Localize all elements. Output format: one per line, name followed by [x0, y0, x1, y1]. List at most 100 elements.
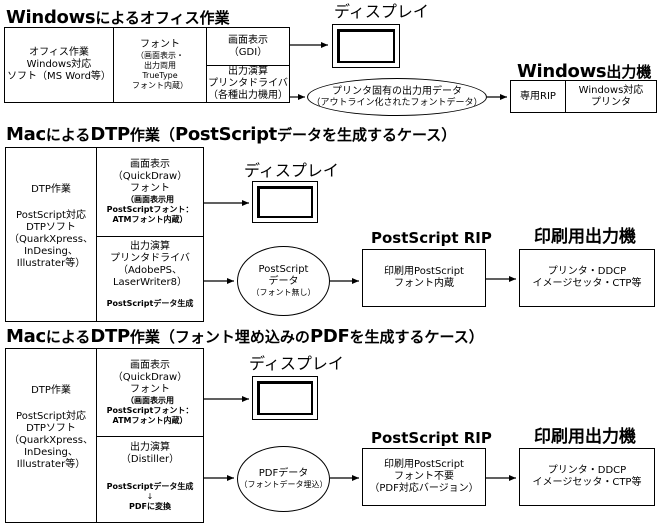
ellipse-line: （アウトライン化されたフォントデータ）: [311, 98, 483, 108]
screen-line: フォント: [130, 383, 170, 395]
print-device-box: プリンタ・DDCP イメージセッタ・CTP等: [519, 448, 655, 506]
output-line: プリンタドライバ: [110, 253, 190, 264]
section3-title-part: による: [45, 328, 91, 346]
distiller-box: 出力演算 （Distiller） PostScriptデータ生成 ↓ PDFに変…: [96, 436, 204, 523]
screen-sub-line: （画面表示用: [126, 395, 174, 405]
dedicated-rip-box: 専用RIP: [510, 80, 566, 113]
screen-line: 画面表示: [130, 359, 170, 371]
display-label: ディスプレイ: [244, 161, 339, 180]
office-app-line: ソフト（MS Word等）: [7, 71, 111, 82]
screen-sub-line: PostScriptフォント：: [106, 405, 194, 415]
display-label: ディスプレイ: [249, 354, 344, 373]
output-note: PostScriptデータ生成: [106, 299, 194, 308]
screen-line: （GDI）: [228, 46, 268, 58]
section3-title-part: 作業（フォント埋め込みの: [129, 328, 310, 346]
dtp-app-top: DTP作業: [31, 184, 71, 195]
gdi-screen-box: 画面表示 （GDI）: [206, 27, 290, 66]
section1-title-en: Windows: [6, 7, 96, 28]
print-device-header: 印刷用出力機: [534, 427, 636, 447]
ps-rip-header: PostScript RIP: [371, 229, 492, 247]
dtp-app-line: DTPソフト: [26, 222, 76, 233]
section1-title-jp: によるオフィス作業: [95, 9, 230, 27]
ellipse-line: PostScript: [258, 264, 309, 275]
rip-line: フォント内蔵: [394, 278, 454, 289]
office-app-line: Windows対応: [26, 59, 92, 70]
output-line: LaserWriter8）: [112, 277, 188, 288]
display-monitor-icon: [332, 24, 400, 68]
office-app-box: オフィス作業 Windows対応 ソフト（MS Word等）: [4, 27, 114, 103]
section3-title-part: PDF: [309, 326, 350, 347]
ps-rip-box: 印刷用PostScript フォント不要 （PDF対応バージョン）: [362, 448, 486, 506]
ellipse-sub: （フォント無し）: [251, 288, 316, 297]
office-app-line: オフィス作業: [29, 47, 89, 58]
rip-line: フォント不要: [394, 471, 454, 482]
dtp-app-top: DTP作業: [31, 385, 71, 396]
screen-sub-line: ATMフォント内蔵）: [112, 415, 188, 425]
dtp-app-line: （QuarkXpress、: [9, 234, 93, 245]
dtp-app-line: PostScript対応: [16, 210, 86, 221]
font-sub-line: （画面表示・: [136, 51, 184, 60]
output-note: PostScriptデータ生成: [106, 482, 194, 491]
dtp-app-line: InDesing、: [24, 246, 78, 257]
output-line: 出力演算: [130, 442, 170, 453]
display-monitor-icon: [252, 181, 318, 223]
pdf-data-ellipse: PDFデータ （フォントデータ埋込）: [237, 446, 330, 512]
dtp-app-line: PostScript対応: [16, 411, 86, 422]
output-line: （各種出力機用）: [208, 90, 288, 101]
device-line: イメージセッタ・CTP等: [532, 278, 642, 289]
quickdraw-screen-box: 画面表示 （QuickDraw） フォント （画面表示用 PostScriptフ…: [96, 147, 204, 237]
screen-line: 画面表示: [228, 34, 268, 46]
dtp-app-line: DTPソフト: [26, 423, 76, 434]
output-line: 出力演算: [228, 66, 268, 77]
section2-title-part: PostScript: [174, 124, 277, 145]
font-sub-line: フォント内蔵）: [132, 81, 188, 90]
printer-line: Windows対応: [578, 84, 644, 96]
section2-title-part: データを生成するケース）: [277, 126, 457, 144]
font-sub-line: TrueType: [142, 71, 178, 80]
printer-driver-box: 出力演算 プリンタドライバ （各種出力機用）: [206, 65, 290, 103]
screen-sub-line: ATMフォント内蔵）: [112, 215, 188, 224]
section2-title: MacによるDTP作業（PostScriptデータを生成するケース）: [6, 124, 457, 145]
down-arrow-icon: ↓: [146, 492, 154, 501]
display-monitor-icon: [252, 376, 318, 420]
screen-line: （QuickDraw）: [112, 171, 188, 182]
screen-line: フォント: [130, 183, 170, 194]
ps-driver-box: 出力演算 プリンタドライバ （AdobePS、 LaserWriter8） Po…: [96, 236, 204, 322]
printer-data-ellipse: プリンタ固有の出力用データ （アウトライン化されたフォントデータ）: [307, 78, 487, 116]
output-line: （AdobePS、: [117, 265, 182, 276]
section3-title-part: を生成するケース）: [349, 328, 484, 346]
ps-data-ellipse: PostScript データ （フォント無し）: [237, 246, 330, 316]
output-line: （Distiller）: [120, 454, 180, 465]
windows-printer-box: Windows対応 プリンタ: [565, 80, 657, 113]
section2-title-part: DTP: [90, 124, 130, 145]
screen-sub-line: （画面表示用: [126, 195, 174, 204]
dtp-app-line: Illustrater等）: [16, 459, 86, 470]
screen-line: （QuickDraw）: [112, 371, 188, 383]
section1-title: Windowsによるオフィス作業: [6, 7, 230, 28]
ps-rip-header: PostScript RIP: [371, 429, 492, 447]
ellipse-line: プリンタ固有の出力用データ: [332, 86, 462, 97]
display-label: ディスプレイ: [334, 2, 429, 21]
windows-device-title: Windows出力機: [517, 61, 652, 82]
ps-rip-box: 印刷用PostScript フォント内蔵: [362, 249, 486, 307]
dtp-app-box: DTP作業 PostScript対応 DTPソフト （QuarkXpress、 …: [5, 147, 97, 322]
font-title: フォント: [140, 39, 180, 50]
printer-line: プリンタ: [591, 96, 631, 108]
rip-line: 印刷用PostScript: [384, 266, 464, 277]
rip-label: 専用RIP: [520, 90, 556, 102]
output-note: PDFに変換: [129, 502, 171, 511]
section3-title-part: DTP: [90, 326, 130, 347]
device-line: イメージセッタ・CTP等: [532, 477, 642, 488]
quickdraw-screen-box: 画面表示 （QuickDraw） フォント （画面表示用 PostScriptフ…: [96, 348, 204, 437]
ellipse-line: データ: [268, 276, 299, 287]
device-line: プリンタ・DDCP: [547, 266, 627, 277]
section3-title: MacによるDTP作業（フォント埋め込みのPDFを生成するケース）: [6, 326, 484, 347]
device-line: プリンタ・DDCP: [547, 465, 627, 476]
windows-device-title-jp: 出力機: [606, 63, 652, 81]
dtp-app-line: （QuarkXpress、: [9, 435, 93, 446]
windows-device-title-en: Windows: [517, 61, 607, 82]
font-sub-line: 出力両用: [144, 61, 176, 70]
dtp-app-box: DTP作業 PostScript対応 DTPソフト （QuarkXpress、 …: [5, 348, 97, 523]
ellipse-sub: （フォントデータ埋込）: [239, 480, 328, 489]
